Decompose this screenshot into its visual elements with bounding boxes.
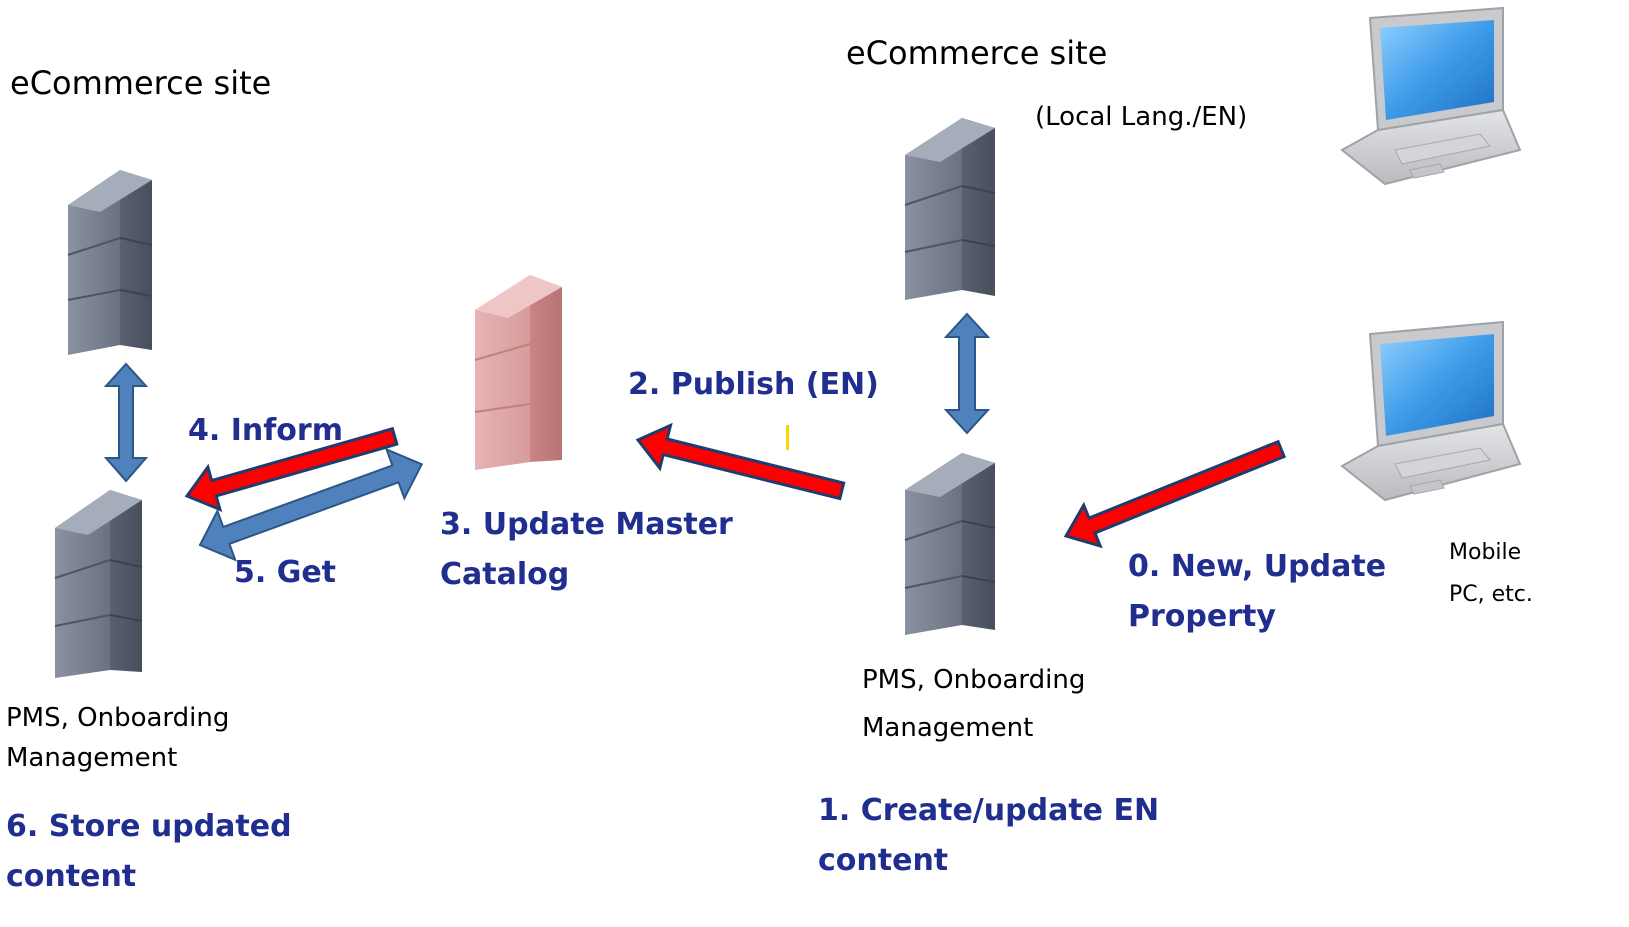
inform-arrow [184,426,399,512]
step-0-label-line1: 0. New, Update [1128,549,1387,584]
right-site-subtitle: (Local Lang./EN) [1035,102,1248,132]
step-1-label-line1: 1. Create/update EN [818,793,1160,828]
laptop-icon-top [1340,6,1522,186]
right-pms-label-line1: PMS, Onboarding [862,665,1086,695]
step-0-label-line2: Property [1128,599,1276,634]
server-icon-left-site [67,170,153,355]
step-3-label-line2: Catalog [440,557,570,592]
server-icon-right-site [904,118,996,300]
sync-arrow-left-vertical [103,362,149,483]
devices-label-line2: PC, etc. [1449,582,1533,607]
step-5-label: 5. Get [234,555,337,590]
left-pms-label-line2: Management [6,743,178,773]
publish-arrow [635,422,846,501]
server-icon-right-pms [904,453,996,635]
devices-label-line1: Mobile [1449,540,1522,565]
step-2-label: 2. Publish (EN) [628,367,879,402]
get-arrow [198,447,424,562]
step-4-label: 4. Inform [188,413,343,448]
cursor-mark [786,425,789,450]
step-3-label-line1: 3. Update Master [440,507,733,542]
left-pms-label-line1: PMS, Onboarding [6,703,230,733]
left-site-title: eCommerce site [10,64,272,102]
right-pms-label-line2: Management [862,713,1034,743]
right-site-title: eCommerce site [846,34,1108,72]
master-catalog-server-icon [474,275,562,470]
step-6-label-line1: 6. Store updated [6,809,292,844]
step-1-label-line2: content [818,843,949,878]
laptop-icon-bottom [1340,320,1522,502]
update-property-arrow [1063,439,1287,549]
sync-arrow-right-vertical [943,312,991,435]
server-icon-left-pms [54,490,143,678]
step-6-label-line2: content [6,859,137,894]
